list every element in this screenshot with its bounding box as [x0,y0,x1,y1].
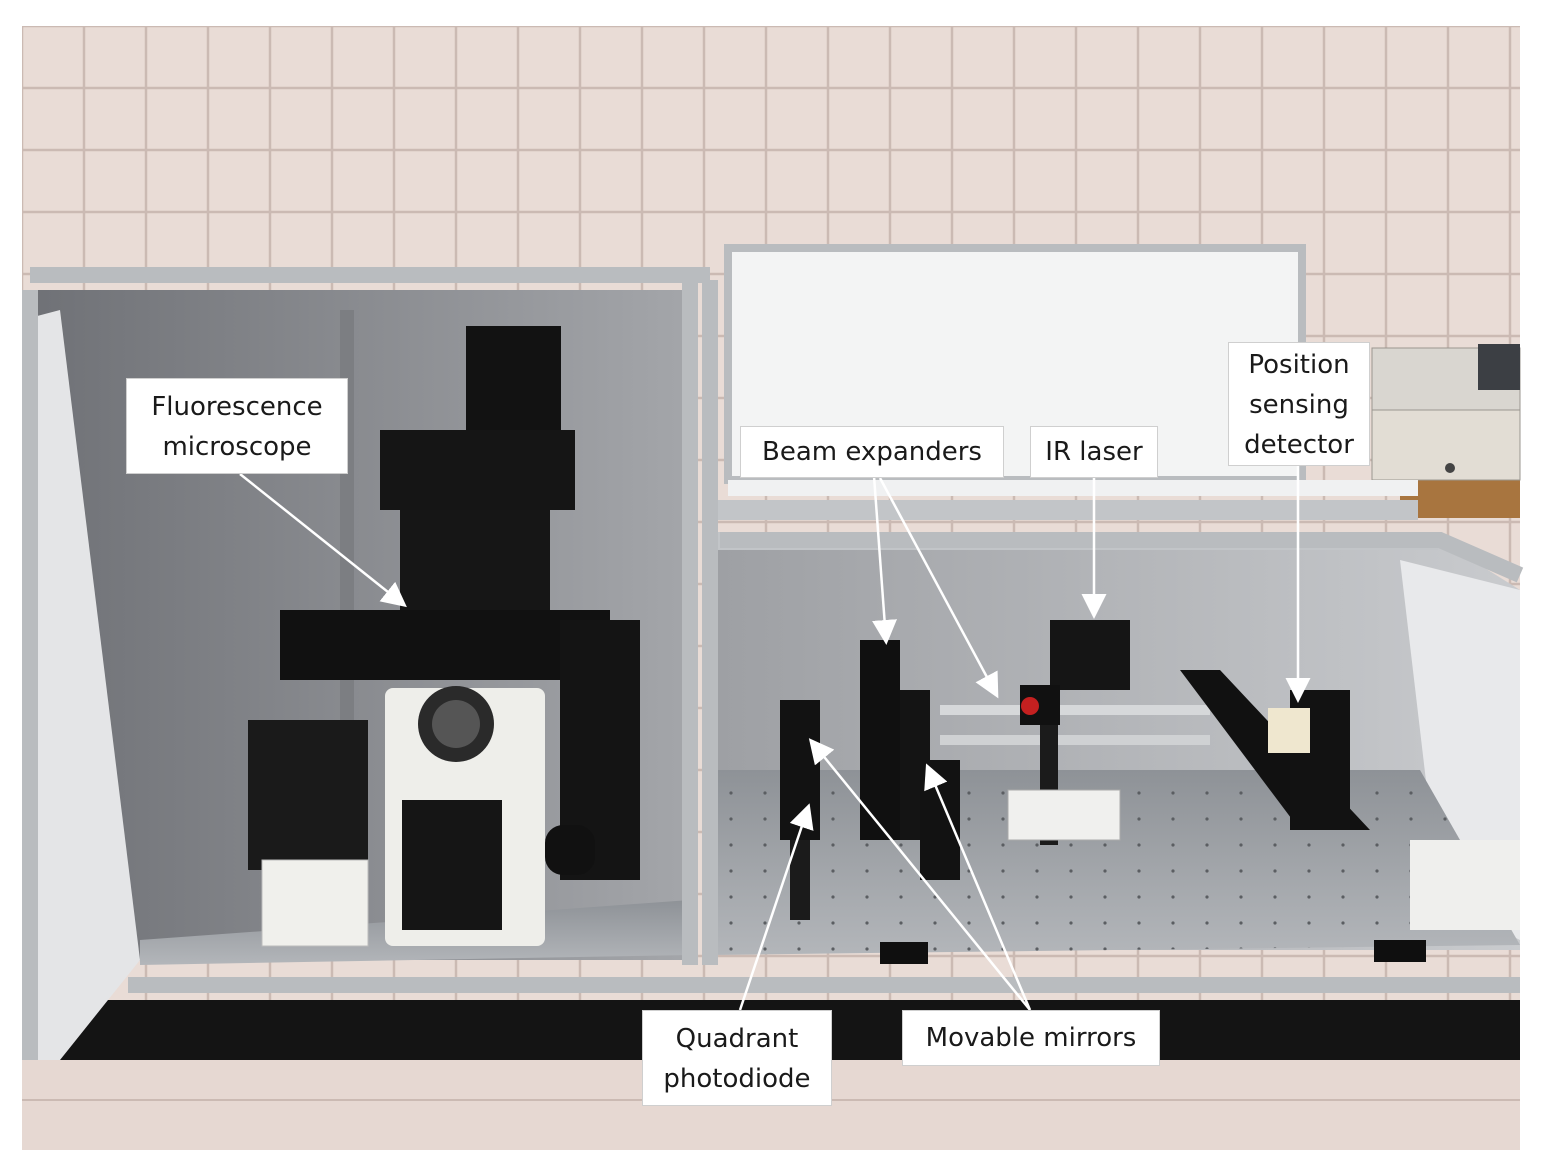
label-line: Movable mirrors [925,1023,1137,1053]
label-movable-mirrors: Movable mirrors [902,1010,1160,1066]
table-clamp [880,942,928,964]
label-line: Quadrant [675,1024,799,1054]
label-line: Position [1248,350,1350,380]
label-position-sensing-detector: Position sensing detector [1228,342,1370,466]
label-fluorescence-microscope: Fluorescence microscope [126,378,348,474]
label-line: Fluorescence [151,392,323,422]
label-line: detector [1244,430,1354,460]
label-quadrant-photodiode: Quadrant photodiode [642,1010,832,1106]
label-line: sensing [1249,390,1349,420]
background-electronics [1371,344,1521,481]
label-line: microscope [162,432,312,462]
label-beam-expanders: Beam expanders [740,426,1004,478]
label-line: Beam expanders [762,437,982,467]
table-clamp [1374,940,1426,962]
microscope [248,326,640,947]
label-line: photodiode [663,1064,811,1094]
label-line: IR laser [1045,437,1143,467]
label-ir-laser: IR laser [1030,426,1158,478]
